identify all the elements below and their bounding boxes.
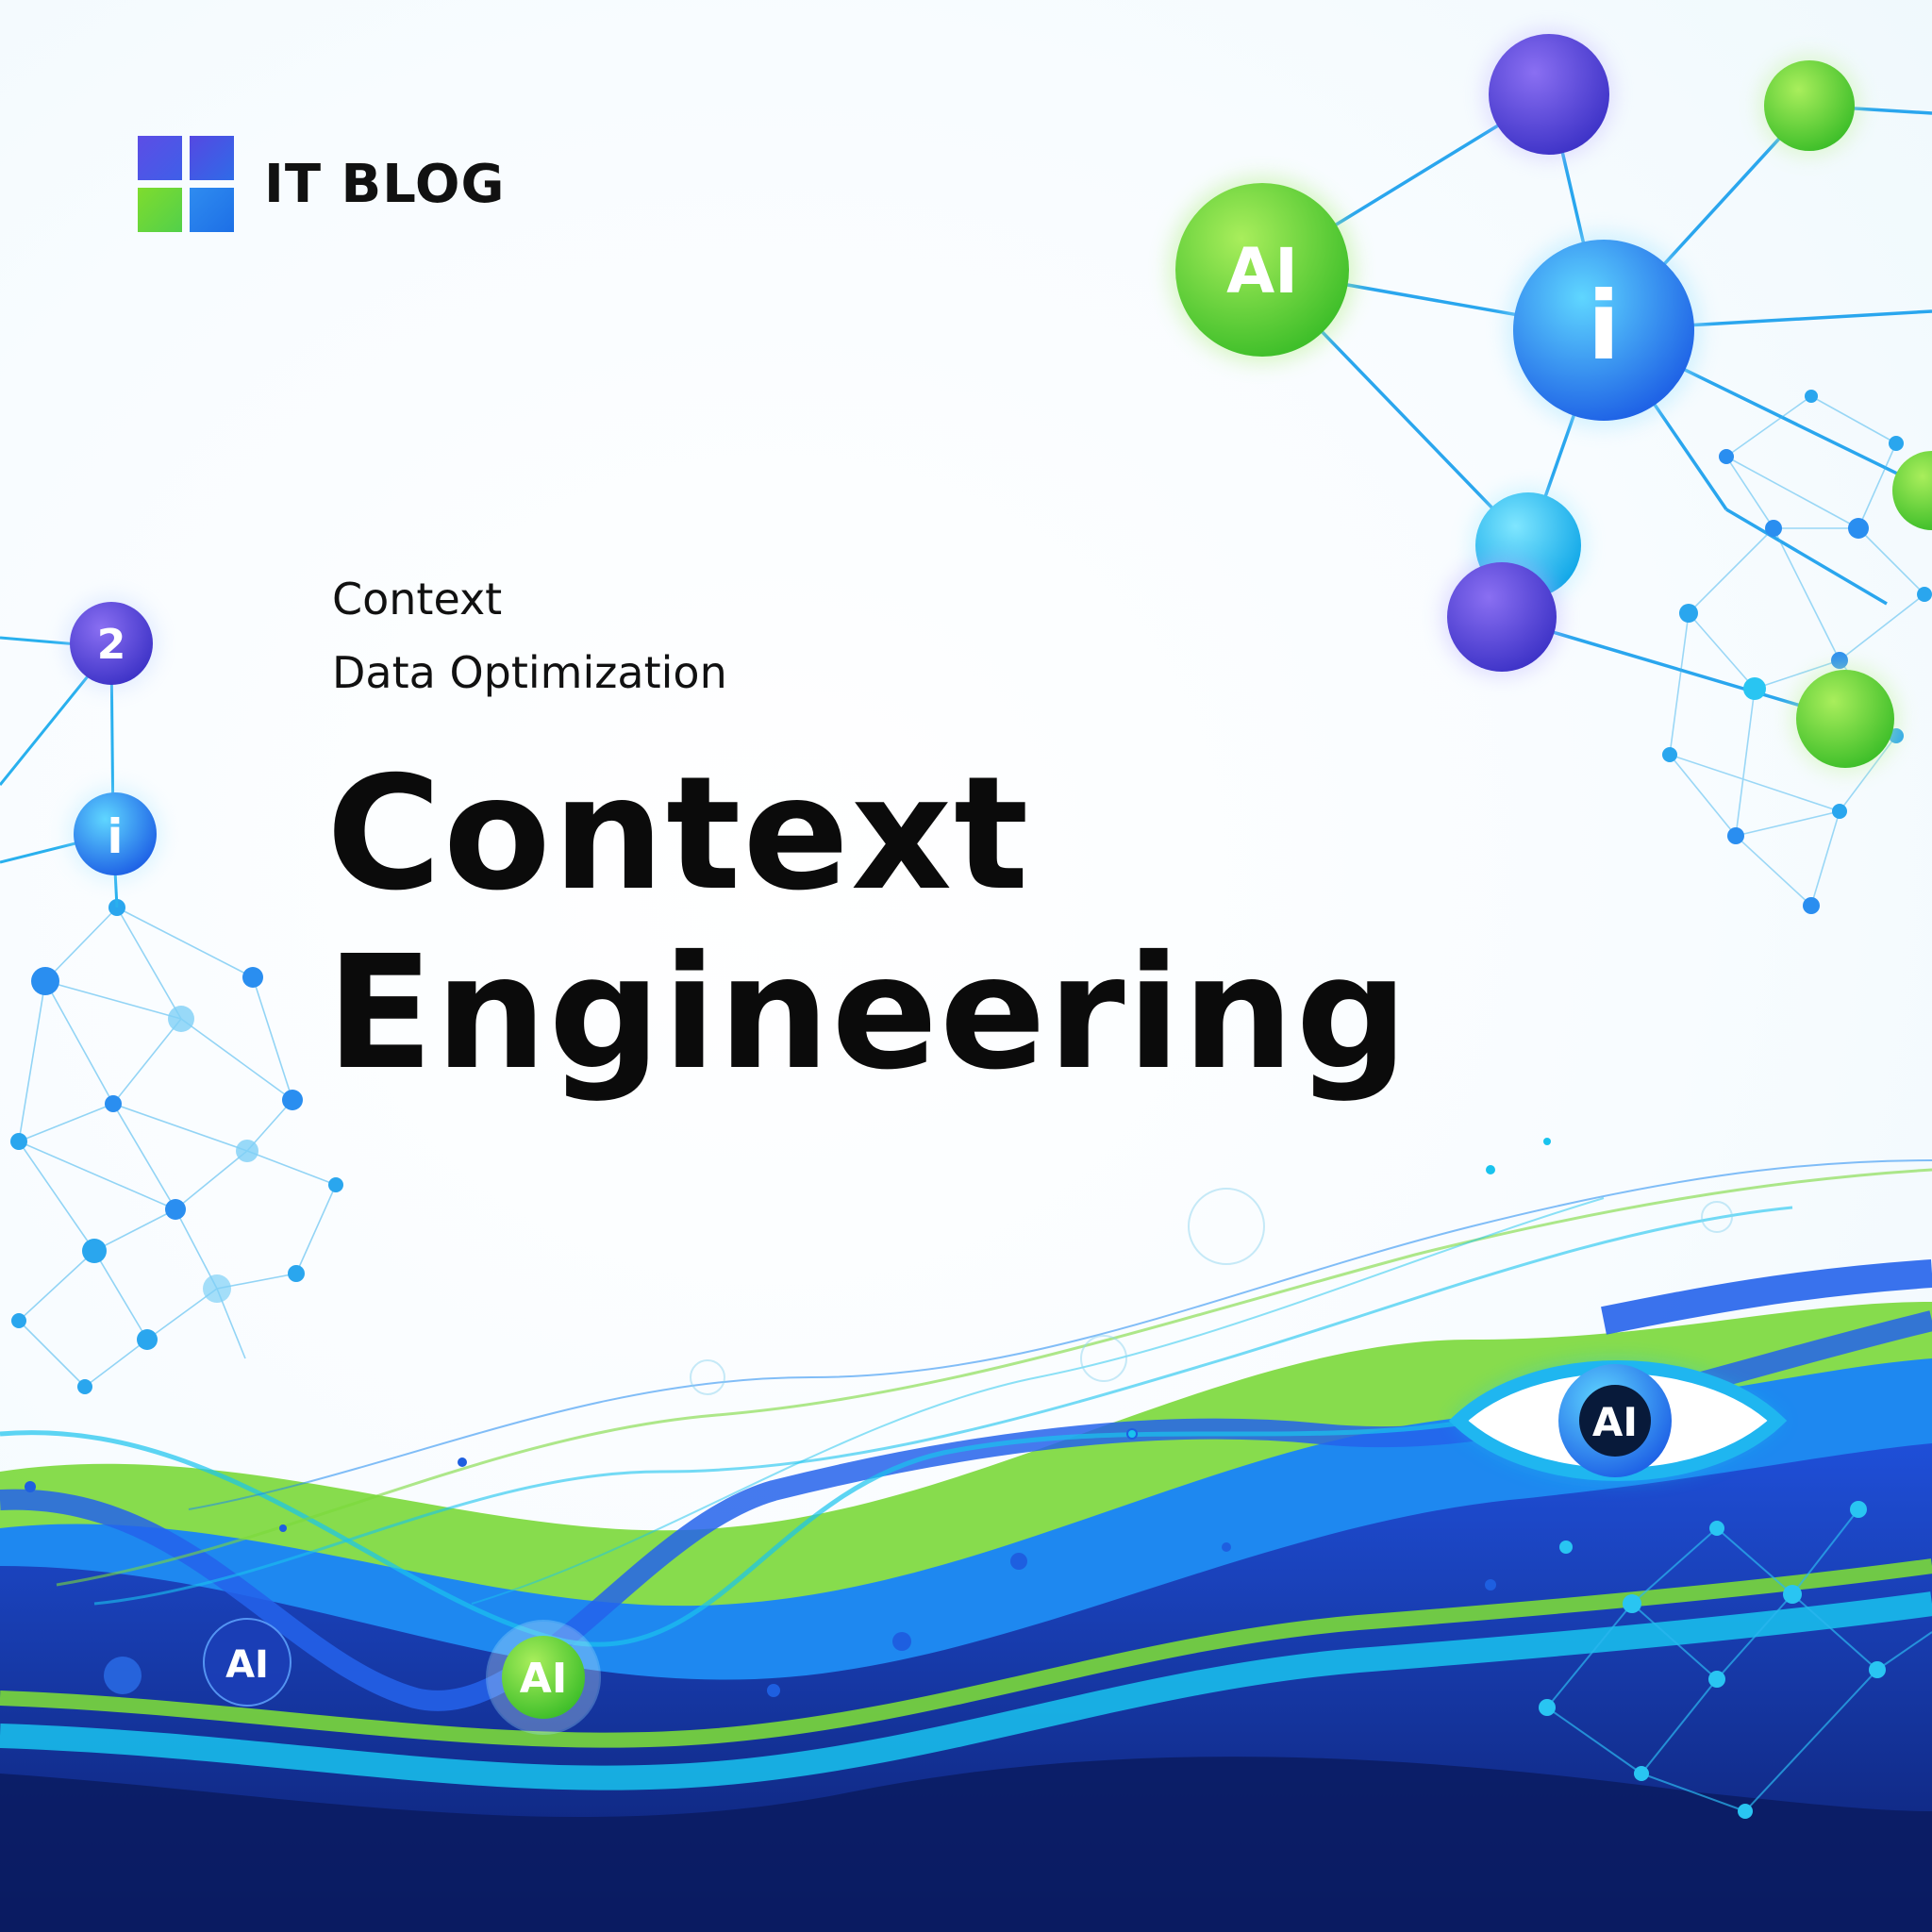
ai-badge-bottom-left-label: AI	[225, 1643, 269, 1687]
logo-square-top-right	[190, 136, 234, 180]
bottom-network	[1546, 1508, 1932, 1812]
green-node-right	[1790, 664, 1900, 774]
ai-badge-bottom-green: AI	[486, 1620, 601, 1735]
logo-square-top-left	[138, 136, 182, 180]
info-node-top: i	[1506, 232, 1702, 428]
title-line-1: Context	[326, 743, 1031, 925]
particle-dots	[25, 1138, 1551, 1697]
left-mesh-nodes	[10, 899, 343, 1394]
info-node-left: i	[68, 787, 162, 881]
page-title: Context Engineering	[326, 745, 1409, 1104]
right-mesh-nodes	[1662, 390, 1932, 914]
ai-eye: AI	[1448, 1359, 1788, 1482]
brand-name: IT BLOG	[264, 153, 506, 215]
subtitle-line-1: Context	[332, 574, 503, 625]
logo-grid-icon	[138, 136, 234, 232]
subtitle-line-2: Data Optimization	[332, 647, 727, 698]
number-node-label: 2	[97, 621, 126, 669]
bokeh-circles	[690, 1188, 1733, 1395]
logo-square-bottom-left	[138, 188, 182, 232]
brand-logo: IT BLOG	[138, 136, 505, 232]
number-node: 2	[64, 596, 158, 691]
logo-square-bottom-right	[190, 188, 234, 232]
ai-node-top: AI	[1168, 175, 1357, 364]
title-line-2: Engineering	[326, 923, 1410, 1105]
ai-badge-bottom-left: AI	[203, 1618, 291, 1707]
wave-layers	[0, 1159, 1932, 1932]
ai-eye-label: AI	[1592, 1399, 1638, 1445]
bottom-network-nodes	[1539, 1501, 1886, 1819]
green-node-edge	[1892, 451, 1932, 530]
left-mesh	[18, 907, 337, 1388]
ai-node-top-label: AI	[1226, 235, 1298, 308]
info-node-left-label: i	[107, 809, 123, 864]
purple-node-mid	[1441, 557, 1562, 677]
green-node-top-right	[1758, 55, 1860, 157]
right-mesh	[1669, 395, 1925, 907]
info-node-top-label: i	[1588, 271, 1620, 381]
ai-badge-bottom-green-label: AI	[520, 1655, 567, 1703]
purple-node-top	[1483, 28, 1615, 160]
